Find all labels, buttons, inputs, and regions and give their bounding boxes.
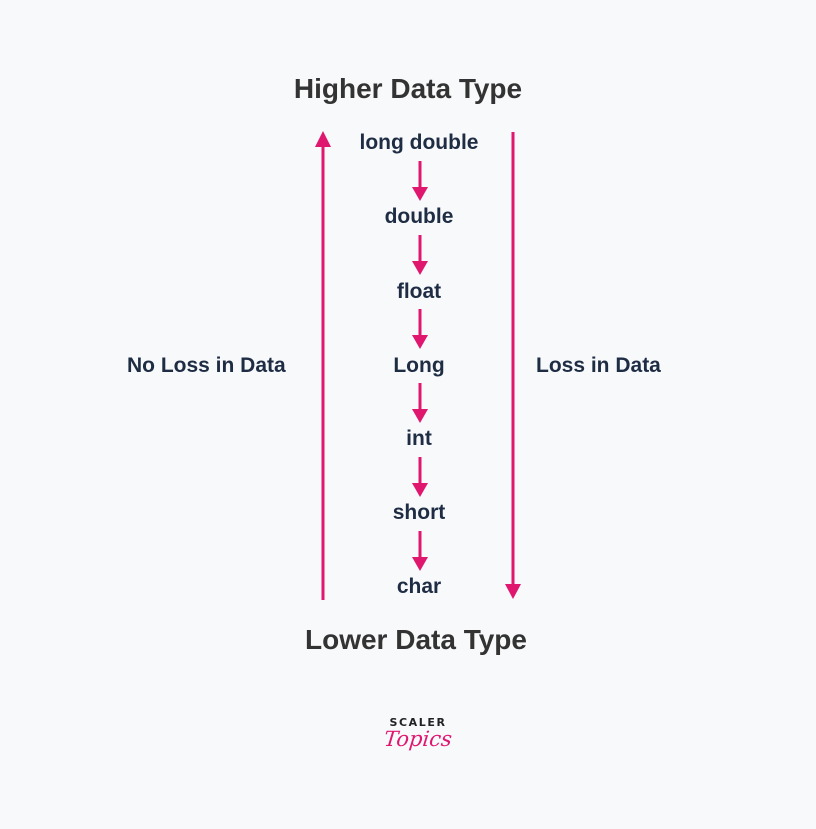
logo-topics-text: Topics [382, 727, 454, 751]
arrow-long-double-to-double [412, 161, 428, 201]
type-short: short [392, 501, 446, 524]
arrow-double-to-float [412, 235, 428, 275]
scaler-topics-logo: SCALER Topics [378, 716, 458, 766]
arrow-long-to-int [412, 383, 428, 423]
arrow-short-to-char [412, 531, 428, 571]
no-loss-in-data-label: No Loss in Data [127, 354, 286, 377]
logo-scaler-text: SCALER [389, 716, 447, 729]
type-char: char [396, 575, 442, 598]
arrow-float-to-long [412, 309, 428, 349]
up-arrow-no-loss [315, 131, 331, 600]
higher-data-type-title: Higher Data Type [293, 73, 523, 104]
type-long: Long [393, 354, 445, 377]
loss-in-data-label: Loss in Data [536, 354, 661, 377]
arrow-int-to-short [412, 457, 428, 497]
type-long-double: long double [359, 131, 479, 154]
lower-data-type-title: Lower Data Type [305, 624, 527, 655]
type-float: float [396, 280, 442, 303]
down-arrow-loss [505, 132, 521, 599]
type-int: int [406, 427, 432, 450]
type-double: double [384, 205, 454, 228]
